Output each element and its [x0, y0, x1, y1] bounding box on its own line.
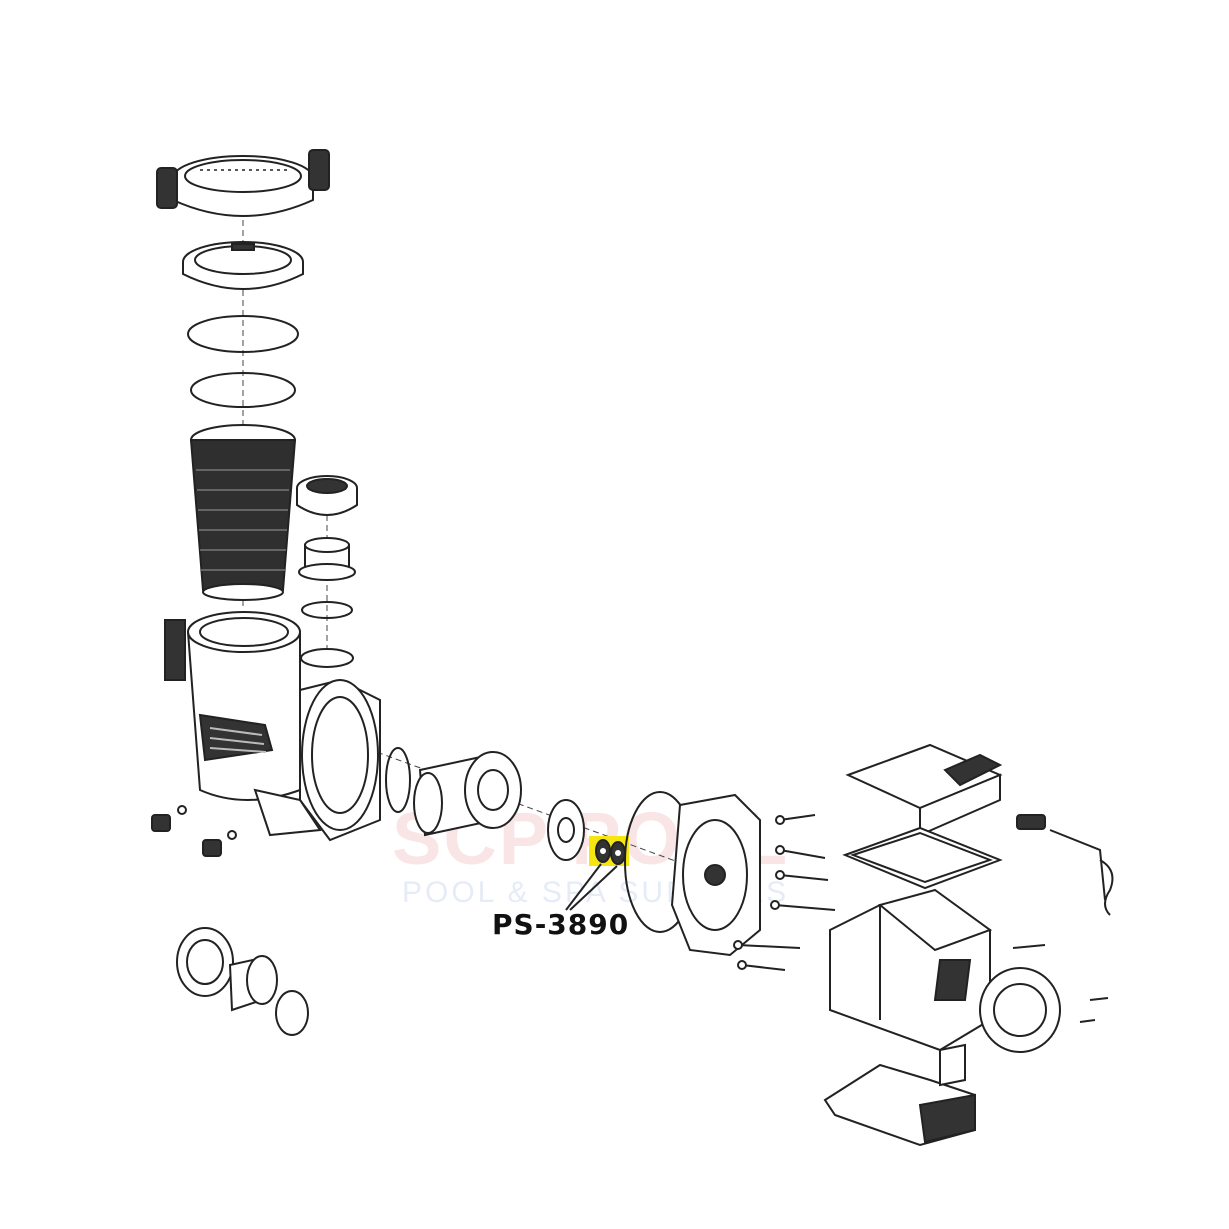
motor-end-bolts	[1012, 944, 1109, 1023]
union-tailpiece	[298, 537, 356, 581]
motor-drive-body	[829, 888, 1061, 1053]
seal-plate	[670, 793, 761, 957]
lid-gasket	[190, 372, 296, 408]
diffuser	[413, 751, 522, 837]
drain-plugs	[151, 805, 237, 857]
impeller	[547, 799, 585, 861]
housing-o-ring	[385, 747, 411, 813]
drive-gasket	[842, 826, 1003, 890]
union-o-ring-lower	[275, 990, 309, 1036]
pump-inlet-port	[300, 648, 354, 668]
callout-leader-1	[565, 863, 602, 911]
pump-base	[823, 1043, 976, 1147]
power-cord	[1016, 814, 1114, 916]
shaft-seal-highlight	[589, 836, 629, 866]
strainer-lid	[182, 241, 304, 290]
lid-o-ring	[187, 315, 299, 353]
motor-axis-line	[329, 734, 701, 871]
union-tailpiece-lower	[228, 955, 278, 1012]
lid-locking-ring	[156, 149, 330, 217]
union-o-ring	[301, 601, 353, 619]
union-nut-upper	[296, 475, 358, 516]
pump-housing	[164, 611, 381, 842]
union-nut-lower	[176, 927, 234, 997]
strainer-basket	[189, 424, 297, 601]
drive-cover	[845, 743, 1003, 837]
part-number-label: PS-3890	[492, 908, 630, 941]
motor-bolts	[733, 814, 836, 971]
callout-leader-2	[569, 865, 618, 911]
